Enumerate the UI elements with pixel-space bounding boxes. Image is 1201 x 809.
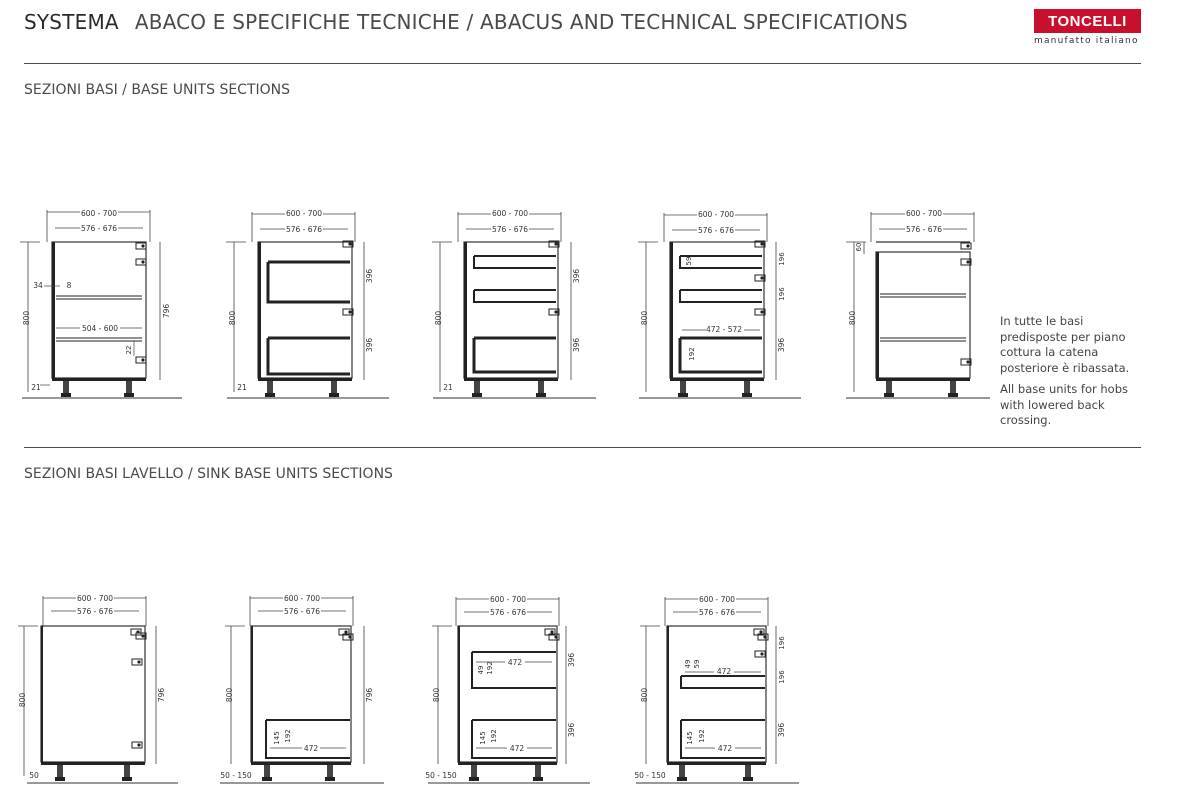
dim-49-label: 49 <box>477 666 485 675</box>
drawer-depth-label: 472 <box>304 744 319 753</box>
section-title-sink-units: SEZIONI BASI LAVELLO / SINK BASE UNITS S… <box>24 466 393 482</box>
width-inner-label: 576 - 676 <box>284 607 320 616</box>
dim-8-label: 8 <box>67 281 72 290</box>
drawer-height-label: 196 <box>778 670 786 684</box>
width-outer-label: 600 - 700 <box>77 594 113 603</box>
height-body-label: 796 <box>162 304 171 319</box>
dim-145-label: 145 <box>479 731 487 744</box>
base-unit-4-section: 600 - 700 576 - 676 800 196 196 396 59 4… <box>638 210 801 399</box>
width-outer-label: 600 - 700 <box>699 595 735 604</box>
width-inner-label: 576 - 676 <box>490 608 526 617</box>
height-total-label: 800 <box>848 311 857 326</box>
height-total-label: 800 <box>640 311 649 326</box>
dim-192-label: 192 <box>284 729 292 742</box>
section-divider <box>24 447 1141 448</box>
plinth-label: 50 <box>29 771 39 780</box>
dim-22-label: 22 <box>125 346 133 355</box>
width-outer-label: 600 - 700 <box>492 209 528 218</box>
hob-note-english: All base units for hobs with lowered bac… <box>1000 382 1128 427</box>
width-inner-label: 576 - 676 <box>698 226 734 235</box>
dim-59-label: 59 <box>693 660 701 669</box>
hob-note: In tutte le basi predisposte per piano c… <box>1000 314 1150 435</box>
drawer-height-label: 396 <box>777 723 786 738</box>
drawer-height-label: 196 <box>778 252 786 266</box>
plinth-label: 21 <box>31 383 41 392</box>
width-inner-label: 576 - 676 <box>77 607 113 616</box>
height-total-label: 800 <box>18 693 27 708</box>
width-inner-label: 576 - 676 <box>699 608 735 617</box>
base-unit-1-section: 600 - 700 576 - 676 800 796 34 8 50 <box>20 208 182 399</box>
plinth-label: 21 <box>443 383 453 392</box>
height-total-label: 800 <box>640 688 649 703</box>
width-outer-label: 600 - 700 <box>286 209 322 218</box>
width-inner-label: 576 - 676 <box>492 225 528 234</box>
height-total-label: 800 <box>22 311 31 326</box>
page-title: SYSTEMA ABACO E SPECIFICHE TECNICHE / ABA… <box>24 10 908 34</box>
header-divider <box>24 63 1141 64</box>
width-inner-label: 576 - 676 <box>286 225 322 234</box>
drawer-height-label: 396 <box>572 338 581 353</box>
dim-145-label: 145 <box>273 731 281 744</box>
dim-60-label: 60 <box>855 243 863 252</box>
drawer-height-label: 396 <box>777 338 786 353</box>
drawer-height-label: 396 <box>572 269 581 284</box>
dim-192-label: 192 <box>698 729 706 742</box>
dim-192-label: 192 <box>490 729 498 742</box>
dim-192-label: 192 <box>486 661 494 674</box>
plinth-label: 50 - 150 <box>220 771 252 780</box>
width-outer-label: 600 - 700 <box>906 209 942 218</box>
page-subtitle: ABACO E SPECIFICHE TECNICHE / ABACUS AND… <box>134 10 908 34</box>
shelf-depth-label: 504 - 600 <box>82 324 118 333</box>
drawer-depth-label: 472 <box>718 744 733 753</box>
logo-tagline: manufatto italiano <box>1034 36 1139 46</box>
base-unit-5-section: 600 - 700 576 - 676 800 60 <box>846 209 990 399</box>
toncelli-logo: TONCELLI <box>1034 9 1141 33</box>
dim-145-label: 145 <box>686 731 694 744</box>
drawer-height-label: 396 <box>567 653 576 668</box>
width-outer-label: 600 - 700 <box>698 210 734 219</box>
dim-34-label: 34 <box>33 281 43 290</box>
width-outer-label: 600 - 700 <box>81 209 117 218</box>
height-total-label: 800 <box>228 311 237 326</box>
dim-49-label: 49 <box>684 660 692 669</box>
dim-59-label: 59 <box>685 257 693 266</box>
plinth-label: 50 - 150 <box>425 771 457 780</box>
drawer-depth-label: 472 <box>510 744 525 753</box>
drawer-height-label: 196 <box>778 287 786 301</box>
width-inner-label: 576 - 676 <box>81 224 117 233</box>
height-total-label: 800 <box>434 311 443 326</box>
height-body-label: 796 <box>157 688 166 703</box>
plinth-label: 50 - 150 <box>634 771 666 780</box>
drawer-depth-label: 472 <box>717 667 732 676</box>
product-line-name: SYSTEMA <box>24 10 119 34</box>
dim-192-label: 192 <box>688 347 696 360</box>
hob-note-italian: In tutte le basi predisposte per piano c… <box>1000 314 1130 375</box>
drawer-height-label: 396 <box>365 269 374 284</box>
sink-unit-2-section: 600 - 700 576 - 676 800 796 145 192 472 … <box>220 593 384 784</box>
sink-unit-3-section: 600 - 700 576 - 676 800 396 396 472 49 1… <box>425 594 590 784</box>
drawer-height-label: 396 <box>365 338 374 353</box>
drawer-depth-label: 472 - 572 <box>706 325 742 334</box>
drawer-depth-label: 472 <box>508 658 523 667</box>
drawer-height-label: 196 <box>778 636 786 650</box>
height-total-label: 800 <box>225 688 234 703</box>
width-outer-label: 600 - 700 <box>490 595 526 604</box>
drawer-height-label: 396 <box>567 723 576 738</box>
width-inner-label: 576 - 676 <box>906 225 942 234</box>
sink-unit-4-section: 600 - 700 576 - 676 800 196 196 396 49 5… <box>634 594 799 784</box>
sink-unit-1-section: 600 - 700 576 - 676 800 796 50 <box>18 593 178 784</box>
plinth-label: 21 <box>237 383 247 392</box>
section-title-base-units: SEZIONI BASI / BASE UNITS SECTIONS <box>24 82 291 98</box>
base-unit-3-section: 600 - 700 576 - 676 800 396 396 21 <box>432 209 596 399</box>
width-outer-label: 600 - 700 <box>284 594 320 603</box>
height-body-label: 796 <box>365 688 374 703</box>
base-unit-2-section: 600 - 700 576 - 676 800 396 396 21 <box>226 209 389 399</box>
height-total-label: 800 <box>432 688 441 703</box>
